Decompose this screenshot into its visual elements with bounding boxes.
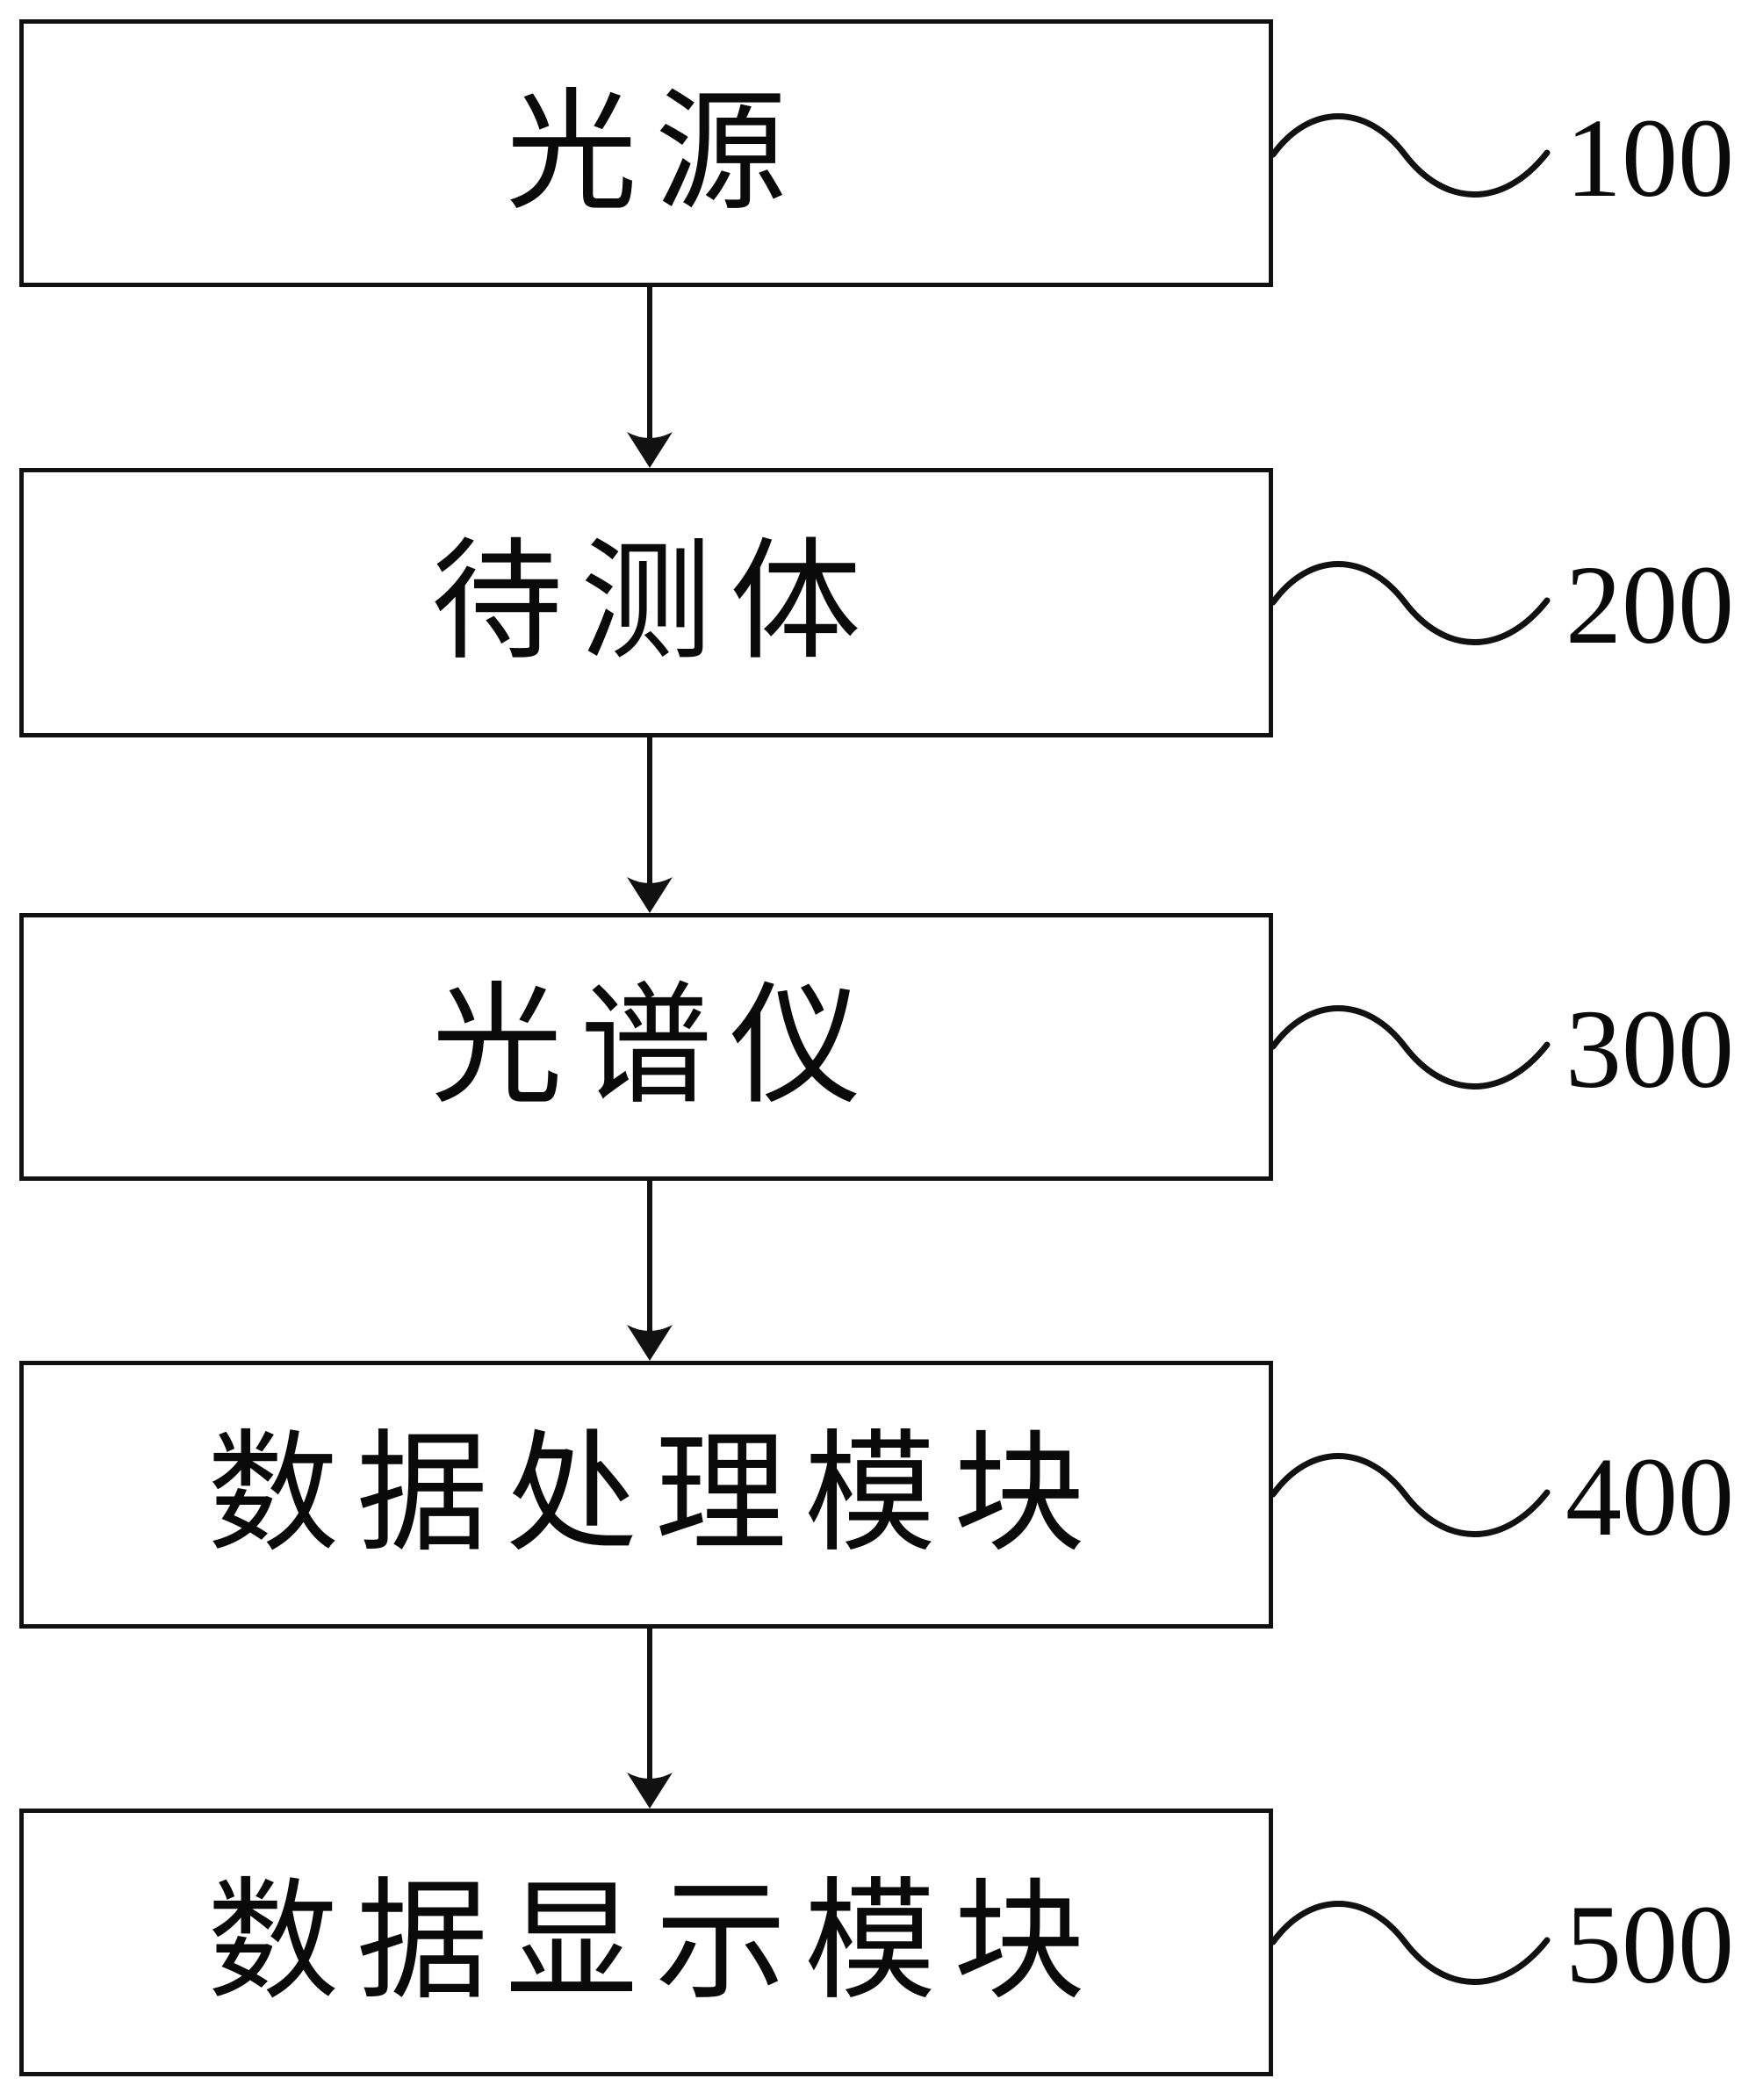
reference-numeral-200: 200 — [1565, 543, 1734, 667]
reference-numeral-300: 300 — [1565, 987, 1734, 1111]
block-data-processing-module[interactable]: 数据处理模块 — [19, 1361, 1273, 1629]
block-label-data-processing-module: 数据处理模块 — [206, 1421, 1103, 1568]
reference-numeral-400: 400 — [1565, 1435, 1734, 1559]
block-label-spectrometer: 光谱仪 — [430, 974, 879, 1120]
leader-line-300 — [1270, 1005, 1551, 1090]
block-label-light-source: 光源 — [505, 80, 804, 227]
block-light-source[interactable]: 光源 — [19, 19, 1273, 287]
block-spectrometer[interactable]: 光谱仪 — [19, 913, 1273, 1181]
block-data-display-module[interactable]: 数据显示模块 — [19, 1809, 1273, 2076]
reference-numeral-500: 500 — [1565, 1882, 1734, 2007]
reference-numeral-100: 100 — [1565, 96, 1734, 220]
leader-line-400 — [1270, 1453, 1551, 1537]
leader-line-100 — [1270, 113, 1551, 198]
leader-line-200 — [1270, 561, 1551, 645]
arrow-light-source-to-sample — [627, 287, 673, 468]
block-label-sample-under-test: 待测体 — [430, 529, 879, 676]
leader-line-500 — [1270, 1901, 1551, 1985]
reference-leader-lines — [1270, 113, 1551, 1985]
arrow-sample-to-spectrometer — [627, 737, 673, 913]
arrow-processing-to-display — [627, 1629, 673, 1809]
arrow-spectrometer-to-processing — [627, 1181, 673, 1361]
block-sample-under-test[interactable]: 待测体 — [19, 468, 1273, 737]
block-label-data-display-module: 数据显示模块 — [206, 1869, 1103, 2016]
